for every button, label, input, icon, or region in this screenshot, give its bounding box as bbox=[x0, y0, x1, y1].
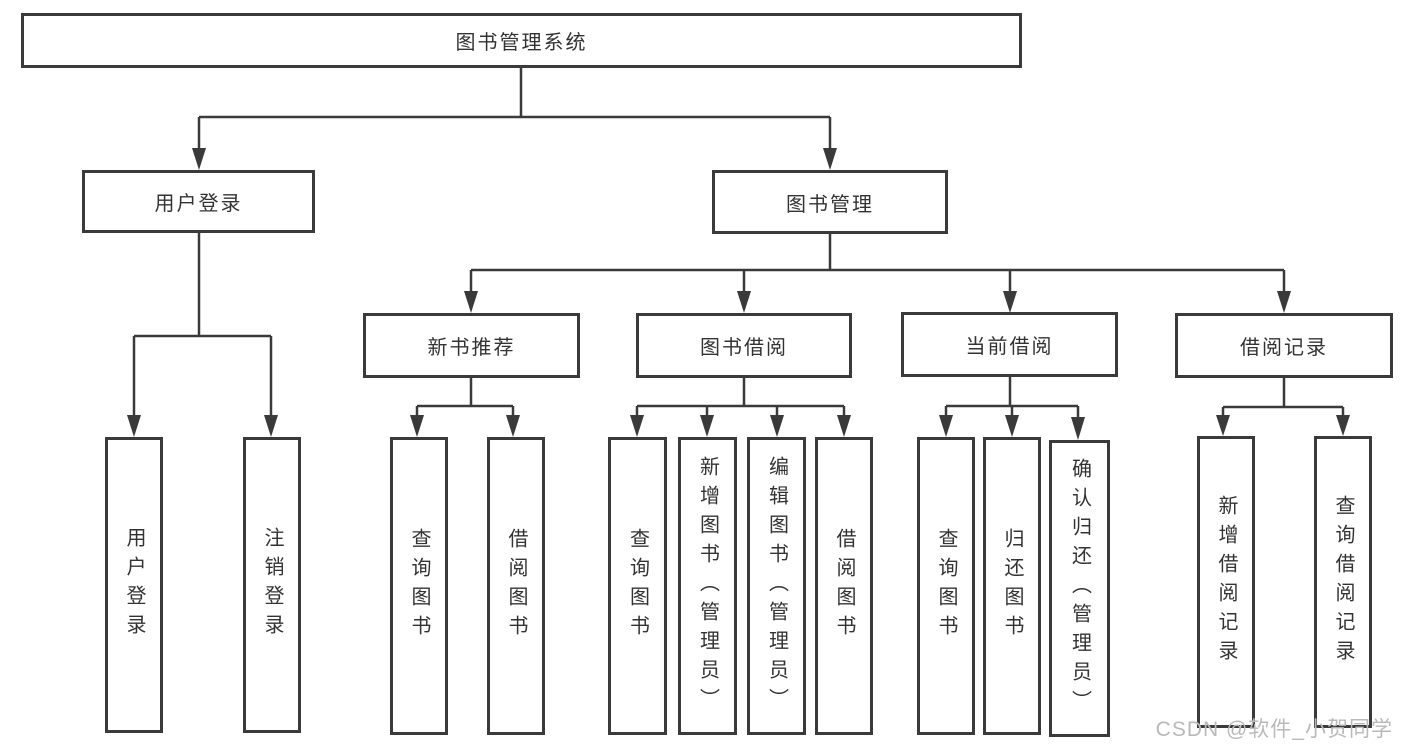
arrow-icon bbox=[630, 415, 644, 437]
node-root: 图书管理系统 bbox=[21, 13, 1022, 68]
connector-current-borrow bbox=[944, 377, 1080, 417]
arrow-icon bbox=[192, 148, 206, 170]
connector-book-borrow bbox=[635, 378, 846, 417]
arrow-icon bbox=[1336, 415, 1350, 436]
node-confirm-return-admin: 确认归还（管理员） bbox=[1049, 440, 1110, 737]
node-book-borrowing: 图书借阅 bbox=[636, 313, 852, 378]
node-query-books-current-label: 查询图书 bbox=[935, 528, 957, 644]
arrow-icon bbox=[770, 415, 784, 437]
node-borrow-books-recommend-label: 借阅图书 bbox=[505, 528, 527, 644]
node-login-label: 用户登录 bbox=[123, 527, 145, 643]
arrow-icon bbox=[410, 415, 424, 437]
node-confirm-return-admin-label: 确认归还（管理员） bbox=[1068, 458, 1091, 719]
arrow-icon bbox=[264, 415, 278, 437]
node-return-books: 归还图书 bbox=[983, 437, 1041, 735]
node-root-label: 图书管理系统 bbox=[455, 32, 588, 54]
arrow-icon bbox=[837, 415, 851, 437]
node-user-login: 用户登录 bbox=[82, 170, 315, 233]
node-borrowing-records-label: 借阅记录 bbox=[1240, 337, 1328, 359]
node-query-borrow-record: 查询借阅记录 bbox=[1314, 436, 1372, 728]
node-current-borrowing: 当前借阅 bbox=[901, 312, 1118, 377]
connector-user-login bbox=[132, 233, 273, 417]
arrow-icon bbox=[737, 291, 751, 313]
node-add-book-admin: 新增图书（管理员） bbox=[678, 437, 737, 735]
node-query-books-borrowing: 查询图书 bbox=[608, 437, 667, 735]
node-return-books-label: 归还图书 bbox=[1001, 528, 1023, 644]
connector-borrow-records bbox=[1221, 378, 1345, 417]
node-edit-book-admin: 编辑图书（管理员） bbox=[747, 437, 806, 735]
node-add-borrow-record-label: 新增借阅记录 bbox=[1215, 495, 1237, 669]
arrow-icon bbox=[127, 415, 141, 437]
connector-root bbox=[197, 68, 832, 150]
node-book-borrowing-label: 图书借阅 bbox=[700, 337, 788, 359]
connector-new-book bbox=[415, 378, 515, 417]
connector-book-management bbox=[469, 234, 1286, 293]
node-query-books-recommend: 查询图书 bbox=[390, 437, 448, 735]
arrow-icon bbox=[1216, 415, 1230, 436]
arrow-icon bbox=[700, 415, 714, 437]
node-borrow-books-borrowing: 借阅图书 bbox=[815, 437, 873, 735]
node-edit-book-admin-label: 编辑图书（管理员） bbox=[765, 455, 788, 717]
node-user-login-label: 用户登录 bbox=[154, 193, 243, 215]
node-book-management-label: 图书管理 bbox=[786, 193, 874, 216]
arrow-icon bbox=[1003, 291, 1017, 313]
node-borrow-books-recommend: 借阅图书 bbox=[487, 437, 545, 735]
node-query-books-current: 查询图书 bbox=[917, 437, 975, 735]
arrow-icon bbox=[464, 291, 478, 313]
watermark: CSDN @软件_小贺同学 bbox=[1155, 718, 1393, 741]
node-add-book-admin-label: 新增图书（管理员） bbox=[696, 455, 719, 717]
node-query-books-borrowing-label: 查询图书 bbox=[626, 528, 649, 644]
node-query-books-recommend-label: 查询图书 bbox=[408, 528, 430, 644]
node-book-management: 图书管理 bbox=[712, 170, 948, 234]
node-new-book-recommend: 新书推荐 bbox=[363, 313, 580, 378]
node-login: 用户登录 bbox=[105, 437, 163, 733]
node-borrowing-records: 借阅记录 bbox=[1175, 313, 1393, 378]
node-logout-label: 注销登录 bbox=[261, 527, 283, 643]
node-current-borrowing-label: 当前借阅 bbox=[965, 336, 1054, 358]
node-new-book-recommend-label: 新书推荐 bbox=[427, 337, 516, 359]
arrowheads bbox=[127, 148, 1350, 440]
arrow-icon bbox=[506, 415, 520, 437]
arrow-icon bbox=[939, 415, 953, 437]
arrow-icon bbox=[1005, 415, 1019, 437]
arrow-icon bbox=[1071, 417, 1085, 440]
arrow-icon bbox=[823, 148, 837, 170]
node-query-borrow-record-label: 查询借阅记录 bbox=[1332, 495, 1354, 669]
node-add-borrow-record: 新增借阅记录 bbox=[1197, 436, 1255, 728]
node-borrow-books-borrowing-label: 借阅图书 bbox=[833, 528, 855, 644]
node-logout: 注销登录 bbox=[243, 437, 301, 733]
arrow-icon bbox=[1277, 291, 1291, 313]
